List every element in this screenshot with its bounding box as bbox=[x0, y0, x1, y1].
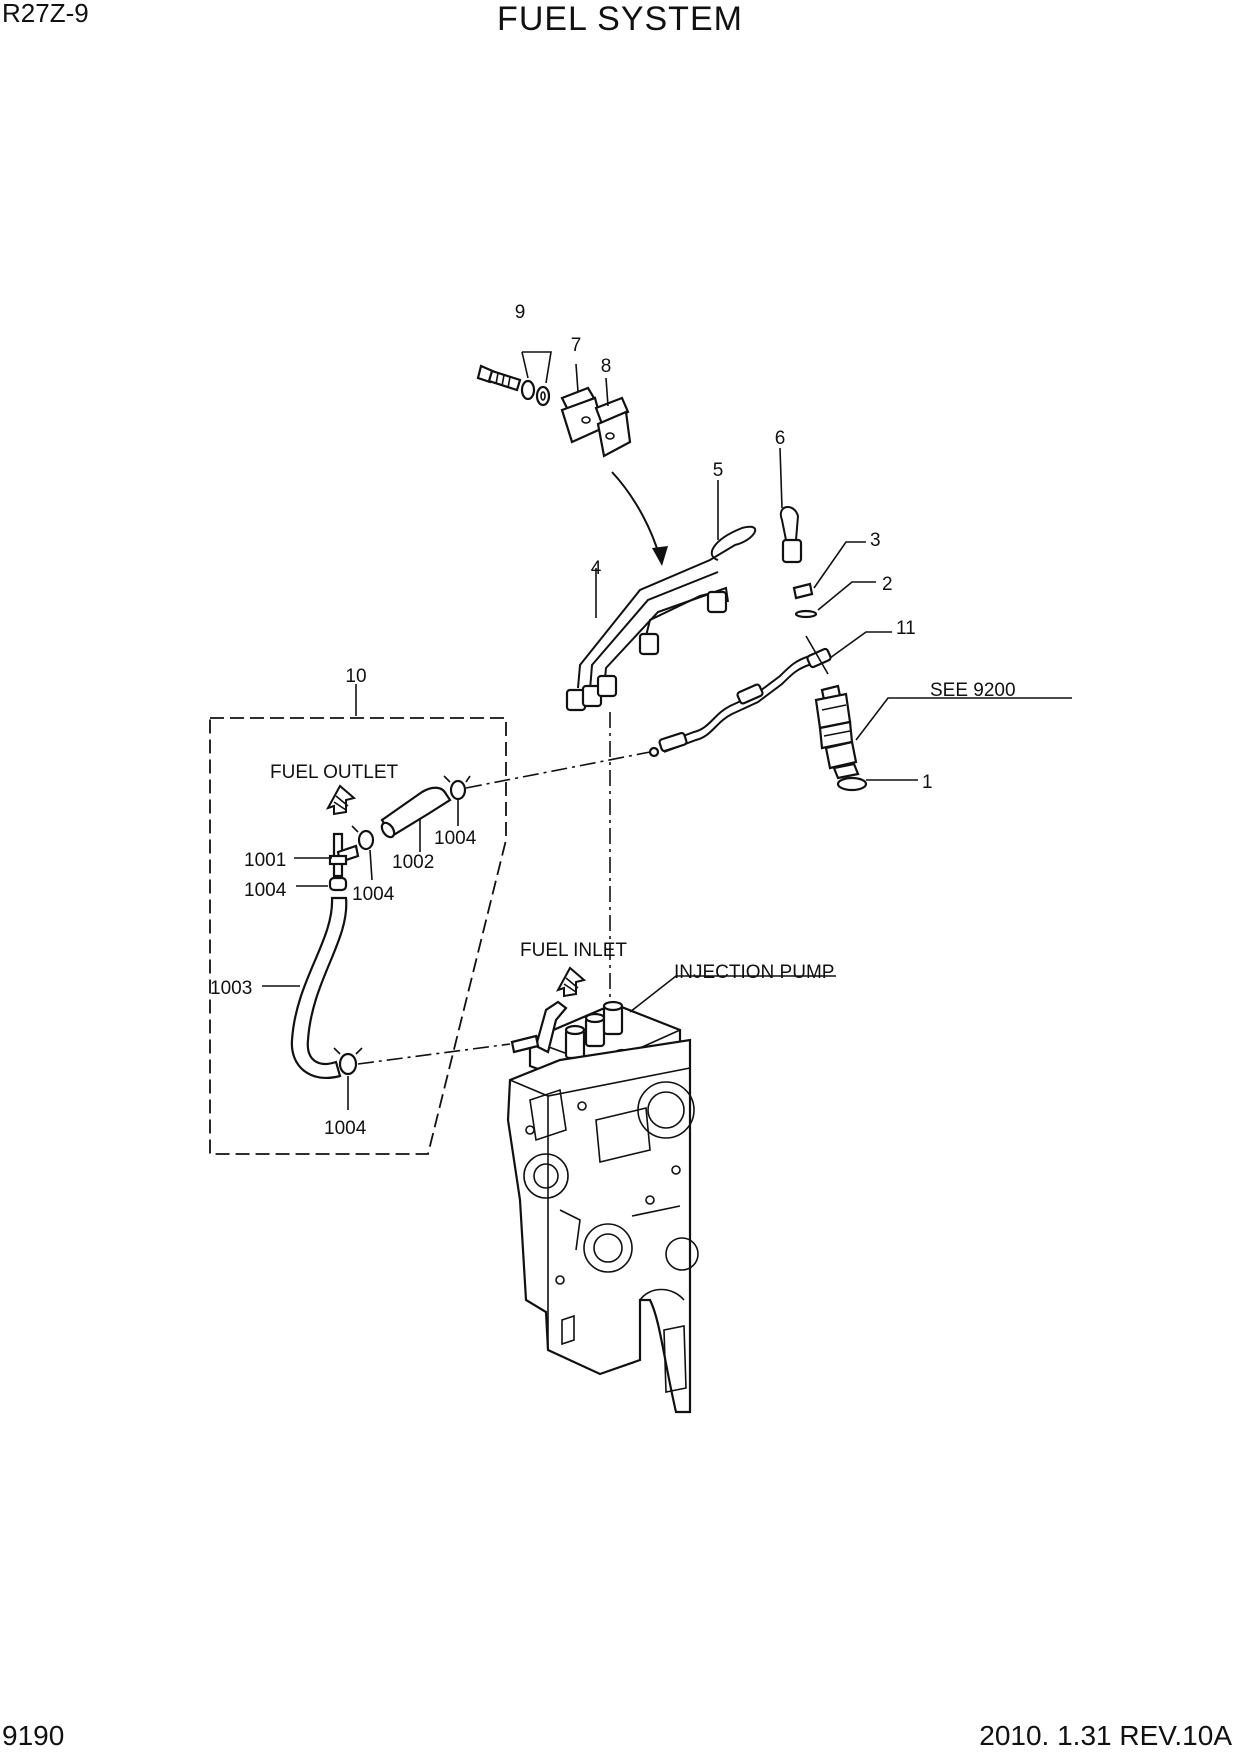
seal-washer[interactable] bbox=[792, 582, 814, 600]
callout-11: 11 bbox=[896, 618, 916, 639]
leader-see-9200 bbox=[855, 697, 1072, 741]
hose-clip-upper[interactable] bbox=[443, 775, 471, 801]
injection-pipes[interactable] bbox=[565, 506, 803, 712]
o-ring-2[interactable] bbox=[794, 609, 818, 619]
connector-inlet bbox=[357, 1043, 511, 1065]
o-ring-1[interactable] bbox=[836, 776, 868, 792]
assembly-arrow bbox=[611, 471, 661, 559]
fuel-inlet-arrow bbox=[555, 966, 587, 998]
leader-7 bbox=[575, 363, 579, 393]
revision-date: 2010. 1.31 REV.10A bbox=[979, 1720, 1232, 1751]
centerline-nozzle bbox=[805, 635, 829, 675]
model-code: R27Z-9 bbox=[2, 0, 89, 28]
callout-7: 7 bbox=[571, 335, 582, 356]
hose-clip-joint[interactable] bbox=[351, 825, 375, 851]
leader-11 bbox=[829, 631, 892, 659]
page-number: 9190 bbox=[2, 1720, 65, 1751]
callout-1004-mid: 1004 bbox=[352, 884, 395, 905]
callout-1001: 1001 bbox=[244, 850, 286, 871]
callout-9: 9 bbox=[515, 302, 526, 323]
kit-boundary bbox=[209, 717, 507, 1155]
callout-10: 10 bbox=[345, 666, 366, 687]
hose-clip-bottom[interactable] bbox=[333, 1047, 363, 1076]
leader-2 bbox=[817, 581, 876, 611]
injection-nozzle[interactable] bbox=[814, 684, 860, 780]
note-fuel-inlet: FUEL INLET bbox=[520, 940, 627, 961]
leader-6 bbox=[779, 447, 783, 509]
callout-1004-upper: 1004 bbox=[434, 828, 477, 849]
callout-1004-bottom: 1004 bbox=[324, 1118, 367, 1139]
leader-1004b bbox=[369, 849, 373, 881]
page-title: FUEL SYSTEM bbox=[497, 0, 743, 38]
leader-injection-pump bbox=[629, 975, 836, 1013]
leader-9 bbox=[521, 351, 552, 384]
callout-3: 3 bbox=[870, 530, 881, 551]
callout-6: 6 bbox=[775, 428, 786, 449]
callout-1: 1 bbox=[922, 772, 933, 793]
fuel-return-pipe[interactable] bbox=[648, 647, 832, 758]
leader-8 bbox=[605, 377, 609, 407]
connector-outlet bbox=[465, 751, 651, 789]
bolt-washer-set[interactable] bbox=[476, 364, 551, 407]
callout-5: 5 bbox=[713, 460, 724, 481]
hose-1003[interactable] bbox=[290, 896, 348, 1079]
callout-see-9200[interactable]: SEE 9200 bbox=[930, 680, 1016, 701]
callout-4: 4 bbox=[591, 558, 602, 579]
callout-8: 8 bbox=[601, 356, 612, 377]
callout-1003: 1003 bbox=[210, 978, 252, 999]
note-injection-pump: INJECTION PUMP bbox=[674, 962, 834, 983]
hose-clip-lower-joint[interactable] bbox=[328, 876, 348, 892]
pipe-clamps[interactable] bbox=[560, 386, 632, 458]
leader-3 bbox=[813, 541, 866, 589]
joint-1001[interactable] bbox=[328, 832, 360, 878]
assembly-arrow-head bbox=[652, 546, 668, 566]
callout-1004-left: 1004 bbox=[244, 880, 287, 901]
callout-1002: 1002 bbox=[392, 852, 434, 873]
callout-2: 2 bbox=[882, 574, 893, 595]
note-fuel-outlet: FUEL OUTLET bbox=[270, 762, 398, 783]
hose-1002[interactable] bbox=[379, 786, 452, 840]
fuel-outlet-arrow bbox=[325, 784, 357, 816]
engine-block bbox=[506, 1000, 699, 1414]
